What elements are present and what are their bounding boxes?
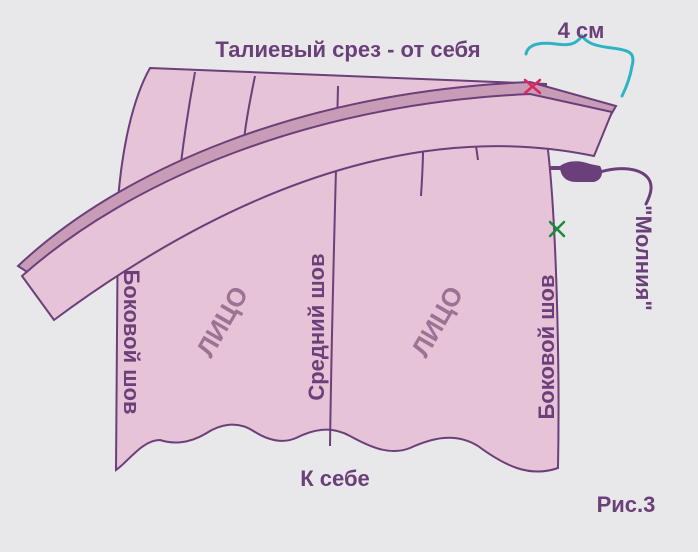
pointing-hand-icon	[550, 161, 602, 182]
zipper-cord	[598, 167, 653, 206]
side-seam-left-label: Боковой шов	[119, 269, 144, 414]
center-seam-label: Средний шов	[304, 253, 329, 400]
figure-label: Рис.3	[597, 492, 656, 517]
side-seam-right-label: Боковой шов	[534, 274, 559, 419]
cross-mark-icon	[523, 78, 542, 95]
waist-cut-label: Талиевый срез - от себя	[215, 37, 480, 62]
waistband-strip	[20, 92, 614, 322]
zipper-label: "Молния"	[631, 205, 656, 311]
cross-mark-icon	[548, 220, 566, 238]
width-bracket	[524, 33, 635, 98]
dart-line	[420, 149, 424, 197]
dart-line	[475, 145, 479, 161]
width-label: 4 см	[558, 18, 605, 43]
toward-self-label: К себе	[300, 466, 370, 491]
